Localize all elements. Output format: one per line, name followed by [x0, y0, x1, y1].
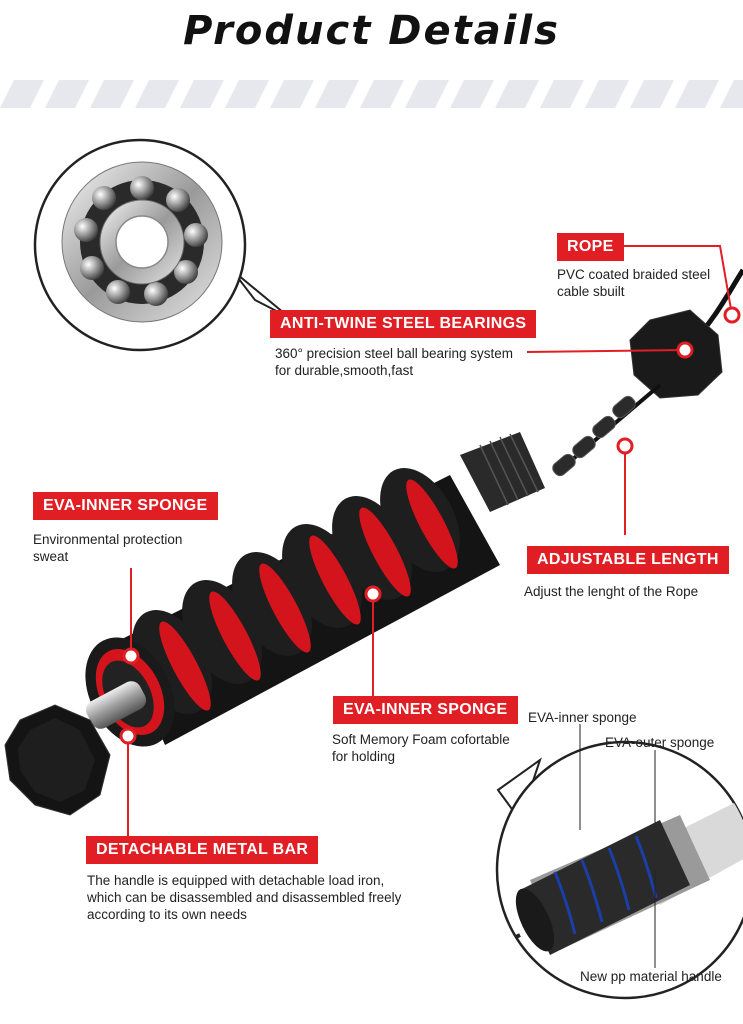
inset-inner-sponge-label: EVA-inner sponge [528, 710, 637, 725]
metal-bar-label: DETACHABLE METAL BAR [86, 836, 319, 864]
length-label: ADJUSTABLE LENGTH [527, 546, 729, 574]
metal-bar-desc-line-3: according to its own needs [87, 907, 247, 922]
title-stripes [0, 80, 743, 108]
rope-desc-line-2: cable sbuilt [557, 284, 625, 299]
bearing-magnifier [33, 138, 291, 352]
rope-label: ROPE [557, 233, 624, 261]
sponge-foam-desc-line-2: for holding [332, 749, 396, 764]
bearing-marker [676, 341, 694, 359]
sponge-inner-desc-line-1: Environmental protection [33, 532, 183, 547]
bearings-desc-line-2: for durable,smooth,fast [275, 363, 414, 378]
rope-marker [723, 306, 741, 324]
rope-desc-line-1: PVC coated braided steel [557, 267, 711, 282]
inset-outer-sponge-label: EVA-outer sponge [605, 735, 715, 750]
length-desc-line-1: Adjust the lenght of the Rope [524, 584, 699, 599]
length-marker [616, 437, 634, 455]
bearings-label: ANTI-TWINE STEEL BEARINGS [270, 310, 537, 338]
bearings-description: 360° precision steel ball bearing system… [275, 345, 513, 379]
sponge-foam-label: EVA-INNER SPONGE [333, 696, 518, 724]
sponge-marker [122, 647, 140, 665]
sponge-inner-desc-line-2: sweat [33, 549, 69, 564]
rope-description: PVC coated braided steel cable sbuilt [557, 266, 710, 300]
metal-bar-description: The handle is equipped with detachable l… [87, 872, 401, 923]
handle-body [85, 432, 545, 747]
length-description: Adjust the lenght of the Rope [524, 583, 698, 600]
sponge-foam-desc-line-1: Soft Memory Foam cofortable [332, 732, 510, 747]
inset-pp-handle-label: New pp material handle [580, 969, 722, 984]
handle-section-inset [495, 724, 743, 1000]
metal-bar-desc-line-2: which can be disassembled and disassembl… [87, 890, 402, 905]
bearings-desc-line-1: 360° precision steel ball bearing system [275, 346, 514, 361]
sponge-inner-label: EVA-INNER SPONGE [33, 492, 218, 520]
metal-bar-desc-line-1: The handle is equipped with detachable l… [87, 873, 385, 888]
sponge-foam-description: Soft Memory Foam cofortable for holding [332, 731, 510, 765]
metal-bar-marker [119, 727, 137, 745]
sponge-inner-description: Environmental protection sweat [33, 531, 182, 565]
page-title: Product Details [183, 8, 560, 54]
foam-marker [364, 585, 382, 603]
